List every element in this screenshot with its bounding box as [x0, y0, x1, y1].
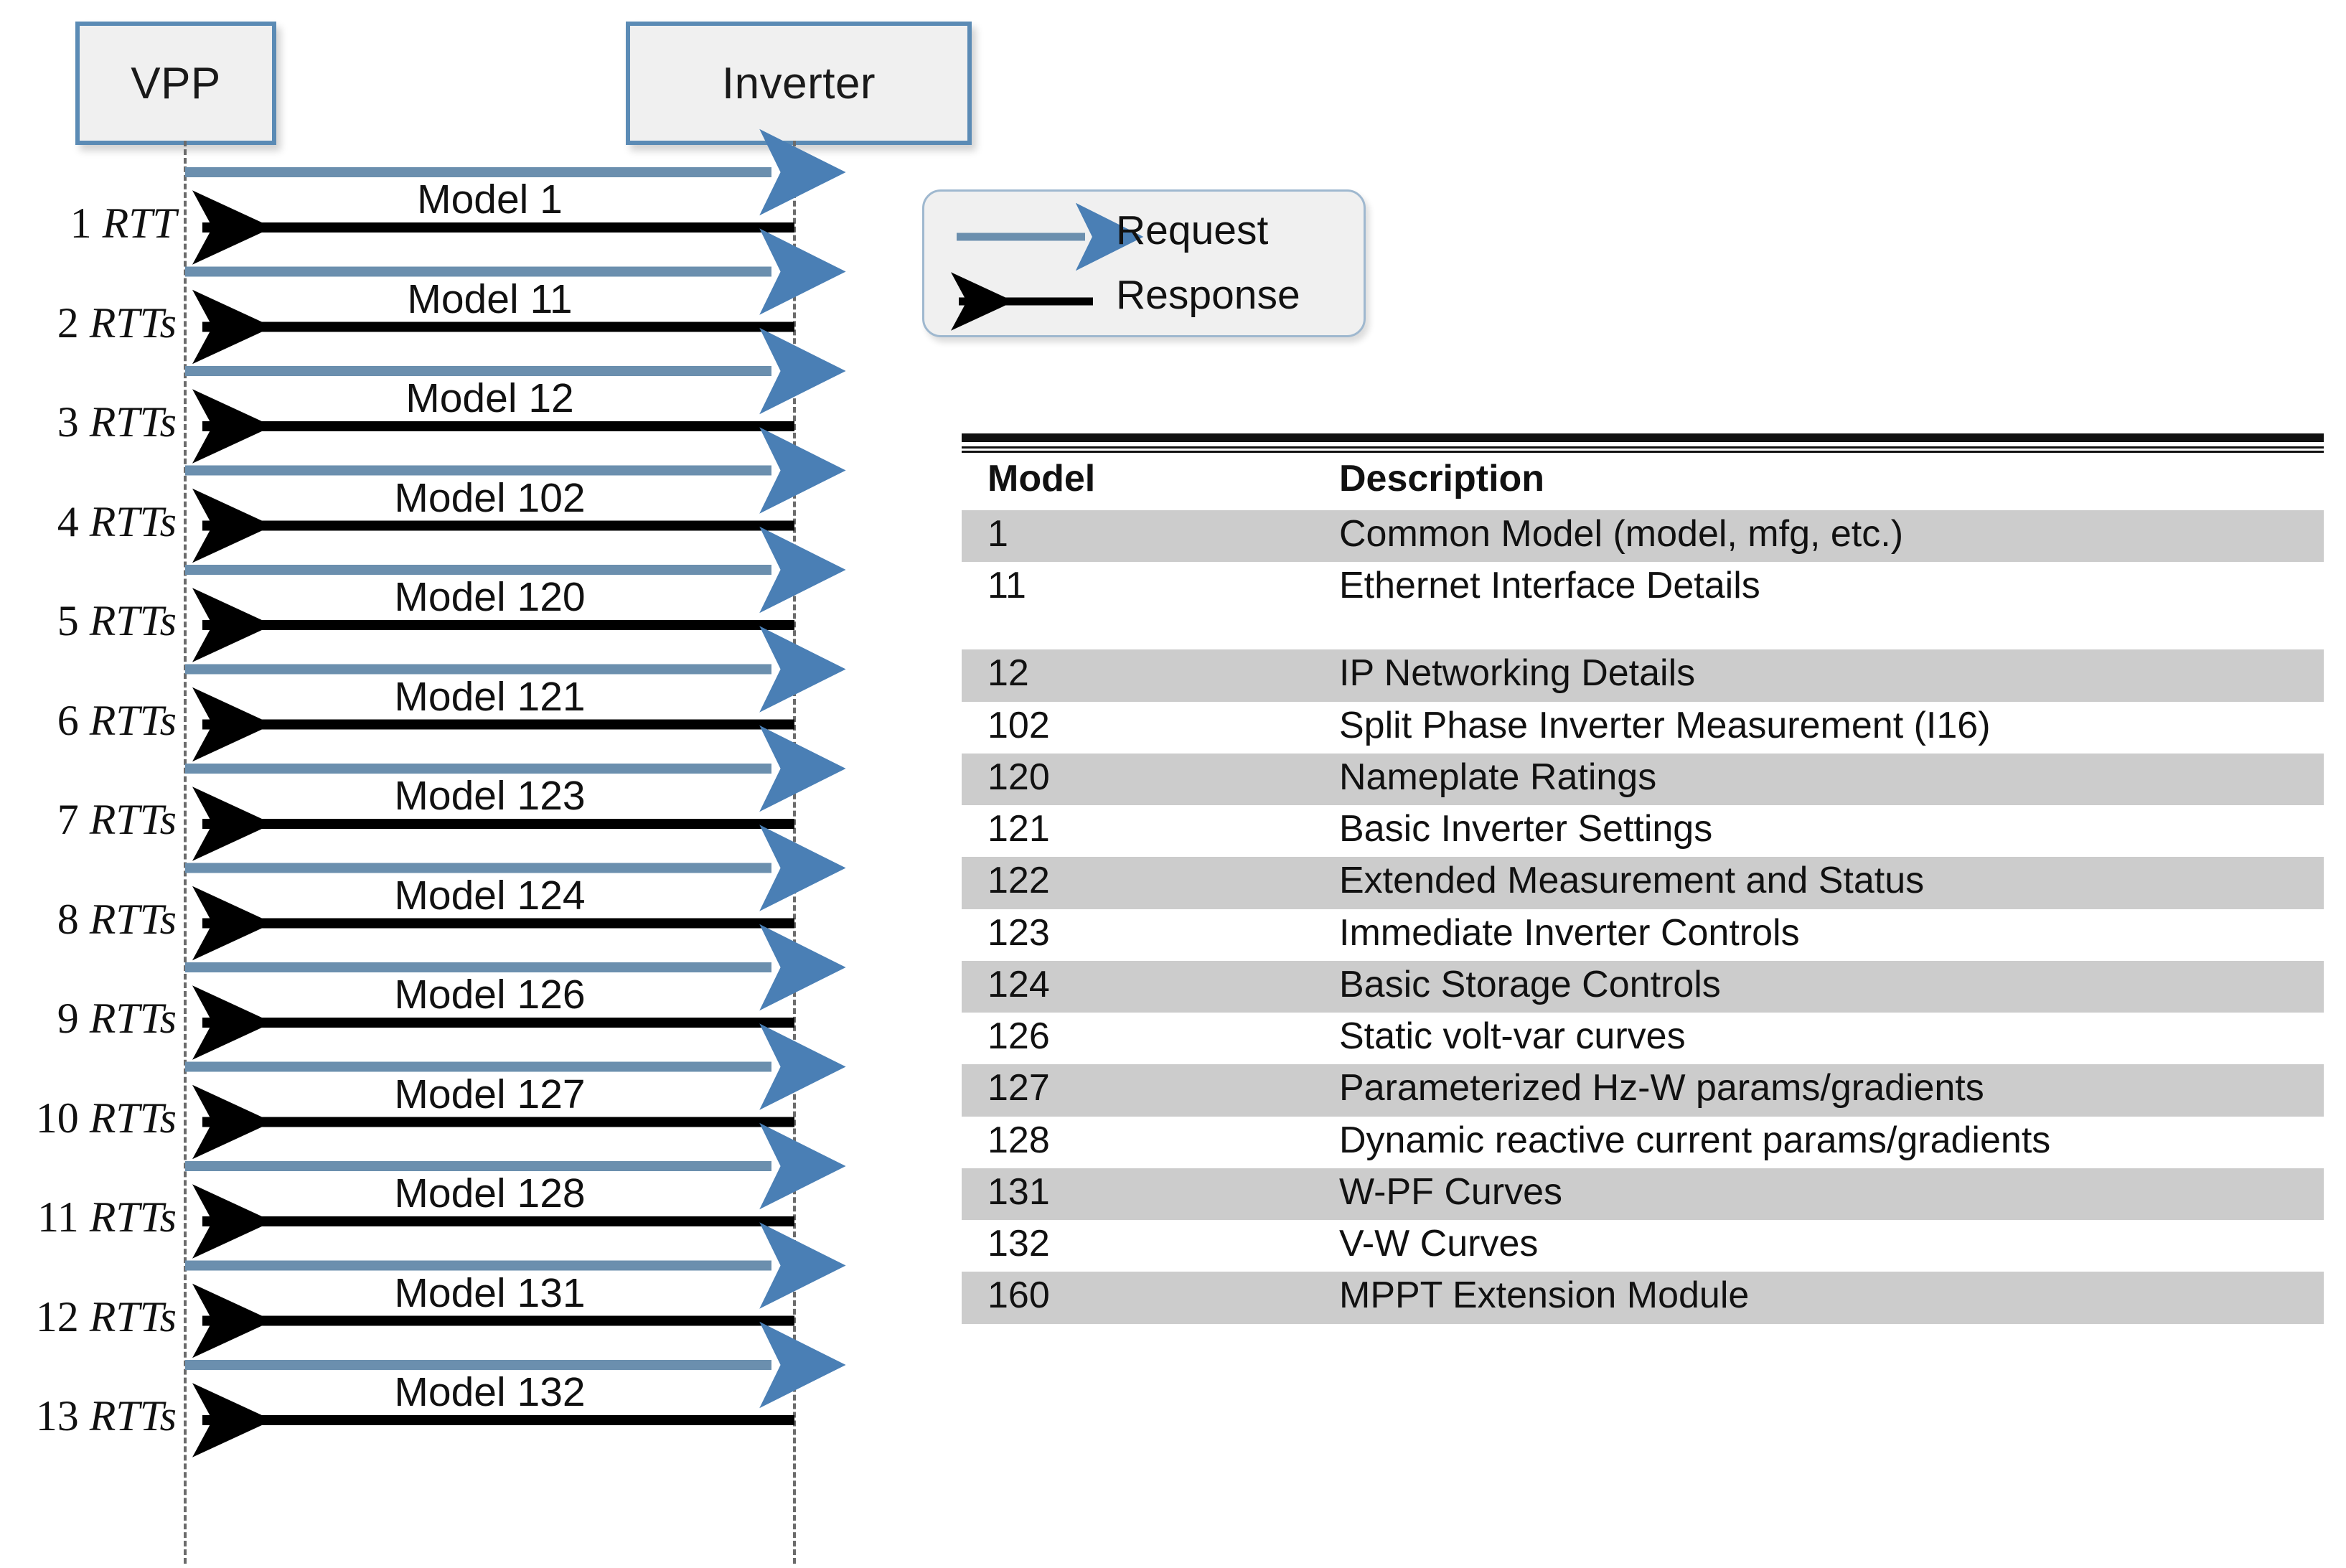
cell-description: Static volt-var curves: [1306, 1013, 2324, 1065]
cell-model: 127: [962, 1064, 1306, 1117]
table-top-rule: [962, 433, 2324, 442]
cell-model: 131: [962, 1168, 1306, 1221]
rtt-label: 5 RTTs: [57, 597, 177, 644]
actor-label-vpp: VPP: [131, 58, 221, 108]
rtt-label: 11 RTTs: [37, 1193, 177, 1241]
cell-description: Common Model (model, mfg, etc.): [1306, 510, 2324, 563]
message-label: Model 124: [394, 872, 586, 919]
message-label: Model 120: [394, 574, 586, 620]
legend-request-label: Request: [1116, 207, 1269, 253]
cell-description: Basic Storage Controls: [1306, 960, 2324, 1013]
cell-model: 102: [962, 701, 1306, 754]
cell-description: Nameplate Ratings: [1306, 753, 2324, 806]
cell-description: Ethernet Interface Details: [1306, 562, 2324, 614]
cell-model: 128: [962, 1116, 1306, 1168]
rtt-label: 13 RTTs: [35, 1392, 177, 1440]
rtt-label: 7 RTTs: [57, 796, 177, 843]
cell-description: Extended Measurement and Status: [1306, 857, 2324, 909]
actor-box-inverter: Inverter: [626, 22, 972, 145]
rtt-label: 9 RTTs: [57, 995, 177, 1042]
rtt-label: 6 RTTs: [57, 696, 177, 744]
cell-description: Basic Inverter Settings: [1306, 805, 2324, 858]
table-header-row: Model Description: [962, 449, 2324, 510]
cell-model: 126: [962, 1013, 1306, 1065]
cell-model: 132: [962, 1220, 1306, 1272]
cell-model: 1: [962, 510, 1306, 563]
cell-model: 122: [962, 857, 1306, 909]
cell-description: IP Networking Details: [1306, 649, 2324, 702]
column-header-description: Description: [1306, 449, 2324, 510]
cell-model: 123: [962, 909, 1306, 961]
message-label: Model 1: [417, 177, 563, 222]
cell-description: MPPT Extension Module: [1306, 1272, 2324, 1324]
message-label: Model 123: [394, 773, 586, 819]
lifeline-inverter: [793, 141, 796, 1564]
rtt-label: 8 RTTs: [57, 895, 177, 943]
cell-description: Split Phase Inverter Measurement (I16): [1306, 701, 2324, 754]
rtt-label: 3 RTTs: [57, 398, 177, 446]
message-label: Model 12: [405, 375, 574, 421]
message-label: Model 132: [394, 1369, 586, 1415]
cell-model: 160: [962, 1272, 1306, 1324]
rtt-label: 12 RTTs: [35, 1292, 177, 1341]
table-spacer-row: [962, 614, 2324, 650]
cell-description: W-PF Curves: [1306, 1168, 2324, 1221]
rtt-label: 4 RTTs: [57, 497, 177, 545]
lifeline-vpp: [184, 141, 187, 1564]
cell-model: 11: [962, 562, 1306, 614]
message-label: Model 11: [407, 276, 573, 322]
cell-model: 124: [962, 960, 1306, 1013]
cell-model: 121: [962, 805, 1306, 858]
cell-description: [1306, 614, 2324, 650]
legend-response-label: Response: [1116, 272, 1300, 318]
rtt-label: 1 RTT: [70, 199, 177, 247]
rtt-label: 2 RTTs: [57, 299, 177, 347]
actor-box-vpp: VPP: [75, 22, 276, 145]
cell-description: Dynamic reactive current params/gradient…: [1306, 1116, 2324, 1168]
cell-description: V-W Curves: [1306, 1220, 2324, 1272]
message-label: Model 127: [394, 1071, 586, 1117]
cell-model: 120: [962, 753, 1306, 806]
cell-description: Immediate Inverter Controls: [1306, 909, 2324, 961]
actor-label-inverter: Inverter: [721, 58, 876, 108]
message-label: Model 121: [394, 673, 586, 720]
cell-description: Parameterized Hz-W params/gradients: [1306, 1064, 2324, 1117]
cell-model: [962, 614, 1306, 650]
message-label: Model 128: [394, 1170, 586, 1216]
message-label: Model 131: [394, 1269, 586, 1316]
message-label: Model 126: [394, 972, 586, 1018]
rtt-label: 10 RTTs: [35, 1094, 177, 1142]
column-header-model: Model: [962, 449, 1306, 510]
cell-model: 12: [962, 649, 1306, 702]
message-label: Model 102: [394, 474, 586, 521]
